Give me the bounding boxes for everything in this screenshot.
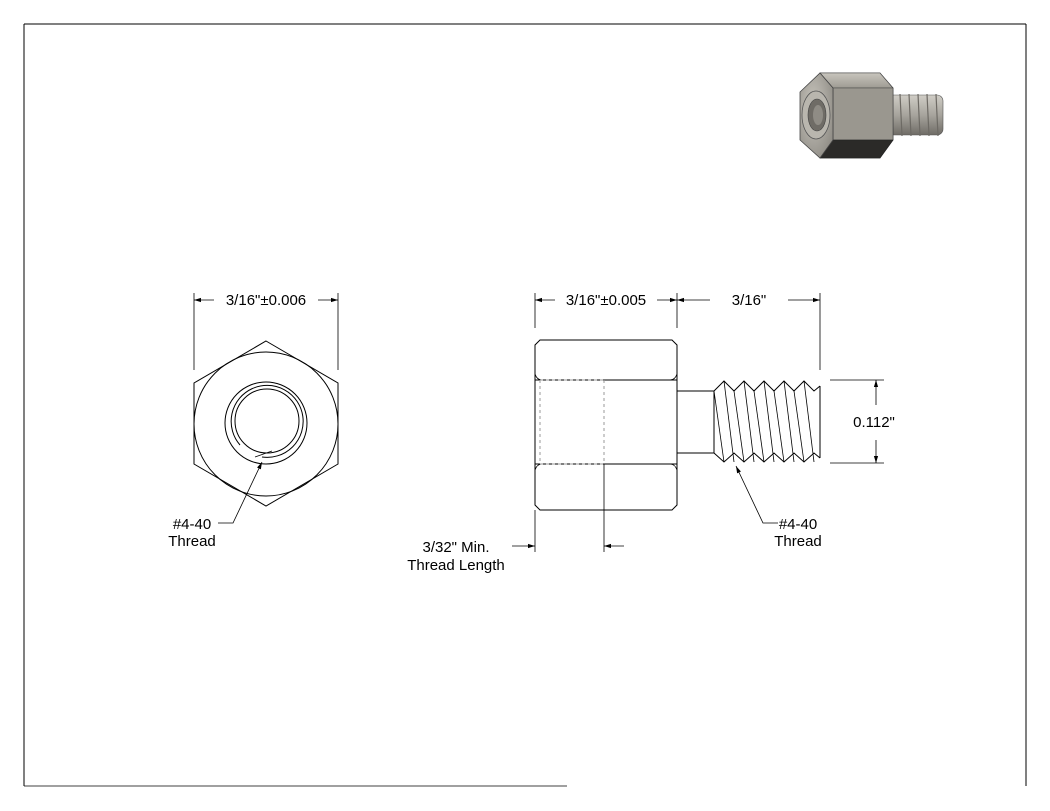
thread-length-line1: 3/32" Min. xyxy=(422,539,489,556)
sheet-border xyxy=(23,23,1027,787)
hex-outline xyxy=(193,340,339,507)
thread-arc xyxy=(230,384,304,458)
side-view xyxy=(534,339,821,511)
thread-length-dimension: 3/32" Min. Thread Length xyxy=(407,464,624,574)
stud-thread xyxy=(713,380,821,463)
thread-length-line2: Thread Length xyxy=(407,557,505,574)
end-view-width-label: 3/16"±0.006 xyxy=(226,292,306,309)
stud-diameter-label: 0.112" xyxy=(853,414,895,431)
side-view-top-dimensions: 3/16"±0.005 3/16" xyxy=(534,292,821,370)
end-view-thread-size: #4-40 xyxy=(173,516,211,533)
stud-thread-size: #4-40 xyxy=(779,516,817,533)
end-view-thread-word: Thread xyxy=(168,533,216,550)
stud-thread-callout: #4-40 Thread xyxy=(735,465,822,550)
stud-thread-word: Thread xyxy=(774,533,822,550)
hex-length-label: 3/16"±0.005 xyxy=(566,292,646,309)
end-view-width-dimension: 3/16"±0.006 xyxy=(193,292,339,370)
stud-length-label: 3/16" xyxy=(732,292,767,309)
counterbore-circle xyxy=(224,381,308,465)
stud-neck xyxy=(676,390,715,454)
standoff-3d-render-icon xyxy=(799,72,944,159)
hex-body xyxy=(534,339,678,511)
end-view-thread-callout: #4-40 Thread xyxy=(168,461,263,550)
end-view xyxy=(193,340,339,507)
thread-minor-circle xyxy=(234,388,300,454)
chamfer-circle xyxy=(193,351,339,497)
stud-diameter-dimension: 0.112" xyxy=(830,379,895,464)
